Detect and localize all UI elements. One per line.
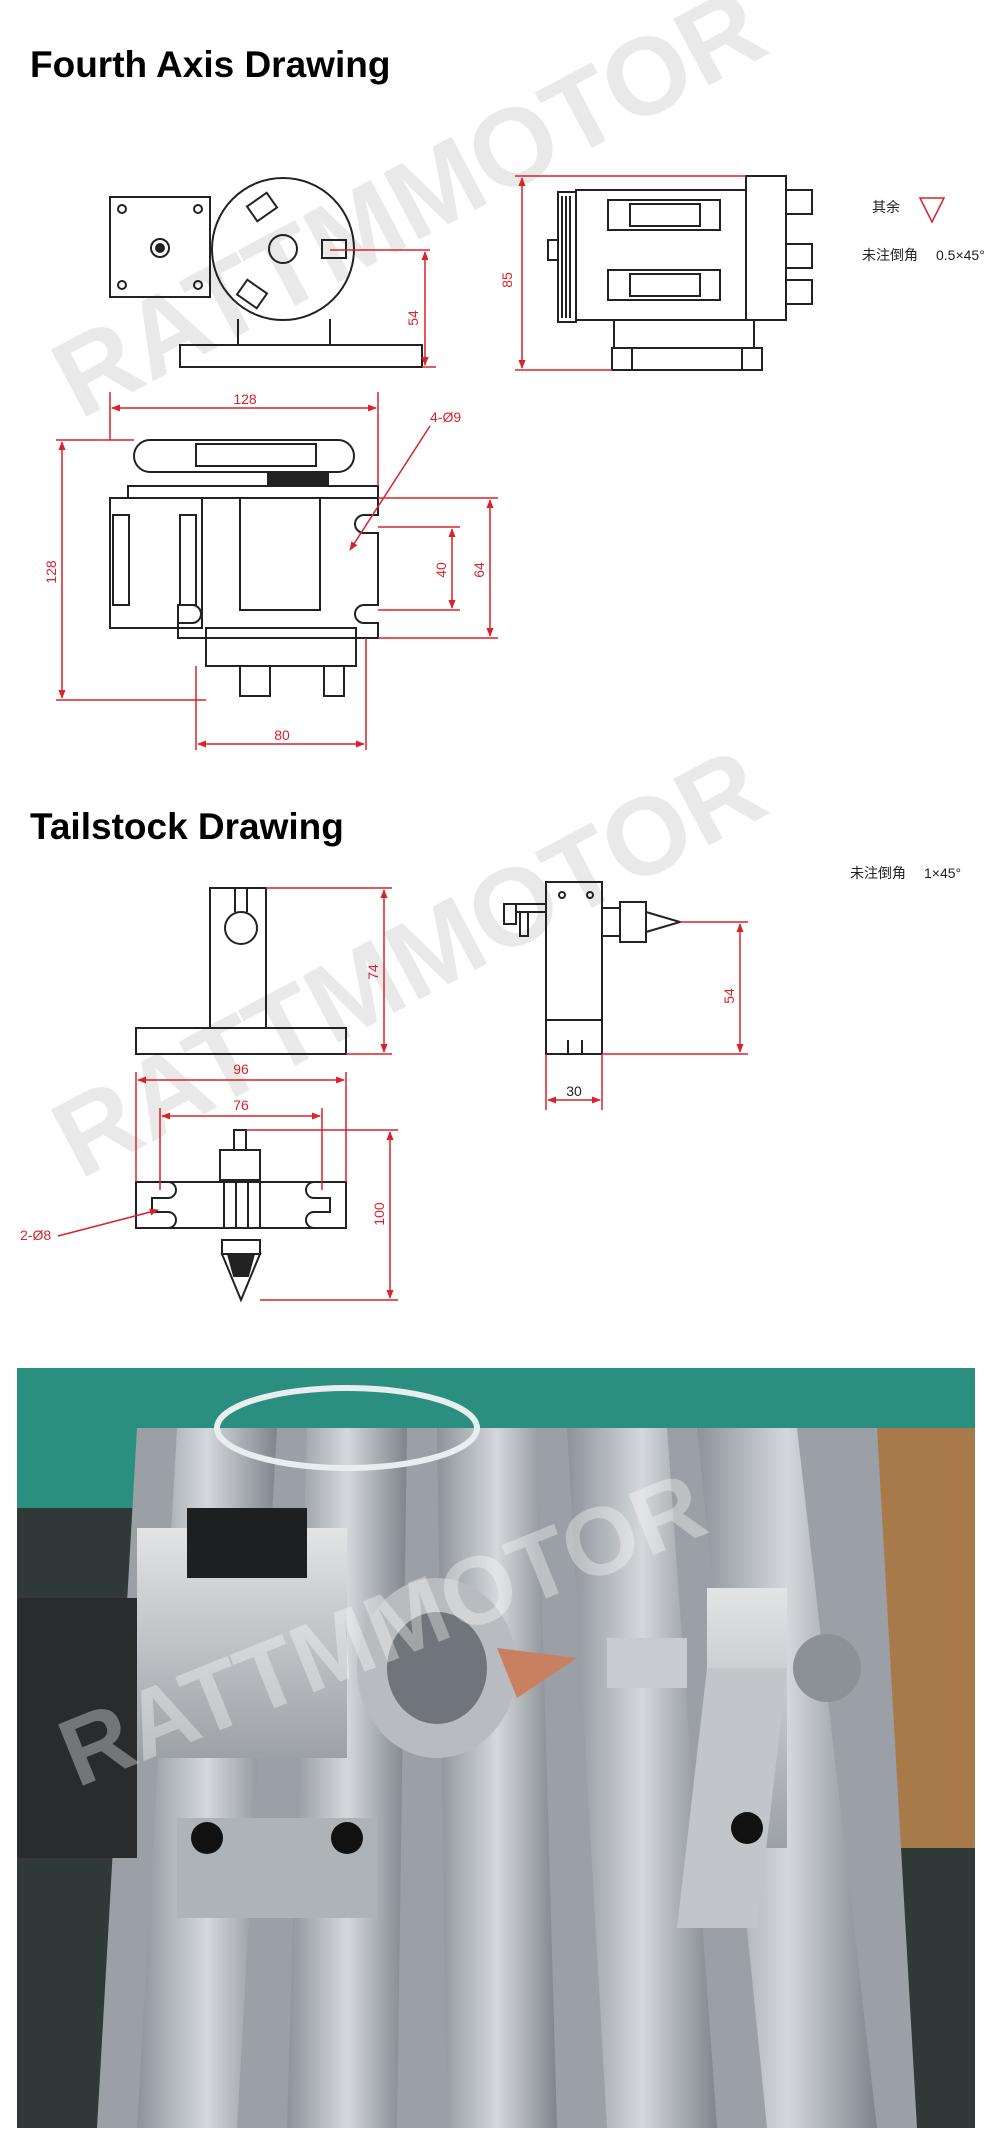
dim-74: 74: [365, 964, 381, 980]
tailstock-chamfer-value: 1×45°: [924, 865, 961, 881]
dim-76: 76: [233, 1097, 249, 1113]
note-chamfer: 未注倒角: [862, 247, 918, 263]
dim-96: 96: [233, 1061, 249, 1077]
watermark-2: RATTMMOTOR: [34, 724, 784, 1201]
tailstock-side-dims: [266, 887, 392, 1055]
chuck-disc: [211, 177, 355, 321]
fourth-axis-top-view: [109, 439, 379, 697]
product-photo-illustration: RATTMMOTOR: [17, 1368, 975, 2128]
tailstock-note-chamfer: 未注倒角: [850, 865, 906, 881]
hole-note-4x9: 4-Ø9: [430, 409, 461, 425]
fourth-axis-front-dims: [330, 249, 436, 368]
fourth-axis-title: Fourth Axis Drawing: [30, 44, 391, 85]
tailstock-front-view: [503, 881, 684, 1055]
dim-64: 64: [471, 562, 487, 578]
product-photo: RATTMMOTOR: [17, 1368, 975, 2128]
dim-54-front: 54: [405, 310, 421, 326]
tailstock-top-dims: [57, 1072, 398, 1301]
dim-40: 40: [433, 562, 449, 578]
fourth-axis-side-dims: [515, 175, 946, 371]
dim-128-width: 128: [233, 391, 257, 407]
dim-54-tailstock: 54: [721, 988, 737, 1004]
hole-note-2x8: 2-Ø8: [20, 1227, 51, 1243]
drawing-sheet: RATTMMOTOR RATTMMOTOR 54: [20, 0, 985, 1303]
dim-100: 100: [371, 1202, 387, 1226]
watermark-1: RATTMMOTOR: [34, 0, 784, 441]
tailstock-front-dims: [545, 921, 748, 1110]
note-rest: 其余: [872, 199, 900, 215]
tailstock-base: [135, 1027, 347, 1055]
tailstock-top-view: [135, 1129, 347, 1303]
dim-128-height: 128: [43, 560, 59, 584]
dim-30: 30: [566, 1083, 582, 1099]
chamfer-value: 0.5×45°: [936, 247, 985, 263]
tailstock-side-view: [135, 887, 347, 1055]
dim-85: 85: [499, 272, 515, 288]
motor-face: [109, 196, 211, 298]
dim-80: 80: [274, 727, 290, 743]
fourth-axis-top-dims: [56, 392, 498, 750]
tailstock-title: Tailstock Drawing: [30, 806, 344, 847]
fourth-axis-side-view: [547, 175, 813, 371]
